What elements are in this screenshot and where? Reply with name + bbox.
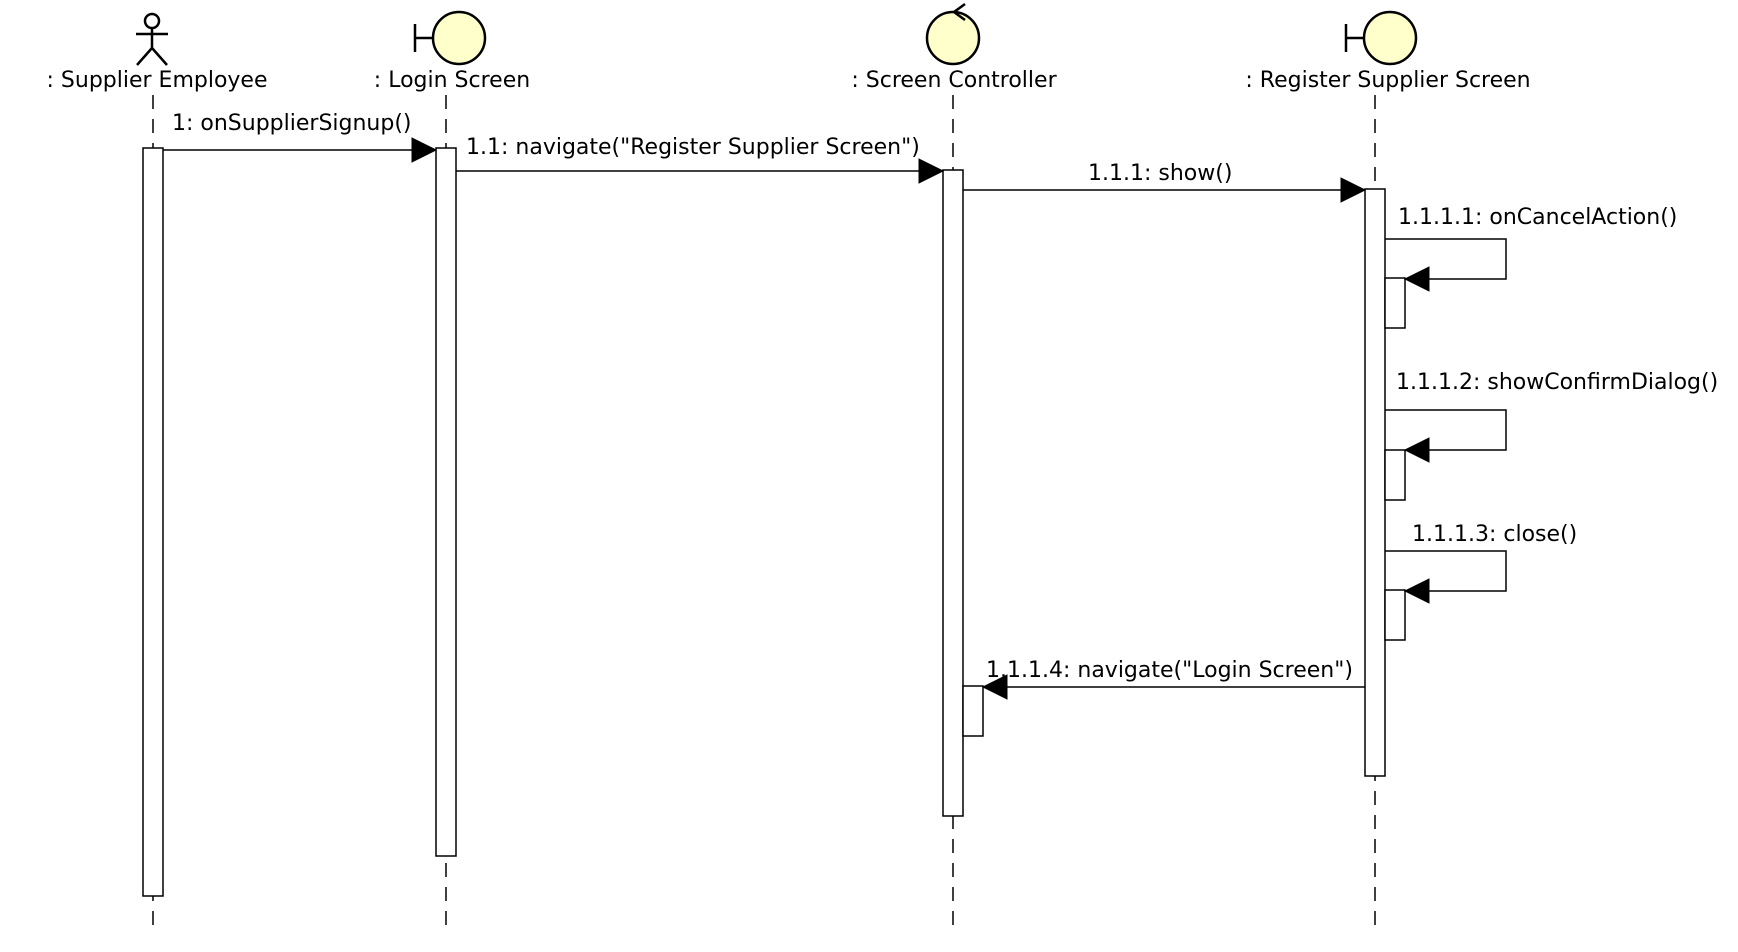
message-label: 1.1.1: show()	[1088, 161, 1232, 186]
message-label: 1: onSupplierSignup()	[172, 111, 412, 136]
participant-label-register-supplier-screen: : Register Supplier Screen	[1245, 68, 1530, 93]
control-icon	[925, 2, 981, 66]
message-label: 1.1.1.4: navigate("Login Screen")	[986, 658, 1353, 683]
nested-activation-bar	[1384, 449, 1406, 501]
activation-bar	[942, 169, 964, 817]
activation-bar	[142, 147, 164, 897]
nested-activation-bar	[962, 685, 984, 737]
message-arrow	[981, 674, 1365, 700]
nested-activation-bar	[1384, 277, 1406, 329]
self-message-arrow	[1385, 409, 1507, 463]
participant-label-login-screen: : Login Screen	[374, 68, 530, 93]
message-arrow	[163, 137, 438, 163]
actor-icon	[136, 12, 168, 66]
message-label: 1.1.1.2: showConfirmDialog()	[1396, 370, 1718, 395]
message-arrow	[963, 177, 1367, 203]
nested-activation-bar	[1384, 589, 1406, 641]
message-label: 1.1.1.3: close()	[1412, 522, 1577, 547]
activation-bar	[1364, 188, 1386, 777]
self-message-arrow	[1385, 238, 1507, 292]
participant-label-screen-controller: : Screen Controller	[851, 68, 1057, 93]
boundary-icon	[413, 10, 487, 66]
boundary-icon	[1344, 10, 1418, 66]
participant-label-supplier-employee: : Supplier Employee	[47, 68, 268, 93]
message-arrow	[456, 158, 945, 184]
activation-bar	[435, 147, 457, 857]
message-label: 1.1.1.1: onCancelAction()	[1398, 205, 1677, 230]
message-label: 1.1: navigate("Register Supplier Screen"…	[466, 135, 920, 160]
self-message-arrow	[1385, 550, 1507, 604]
